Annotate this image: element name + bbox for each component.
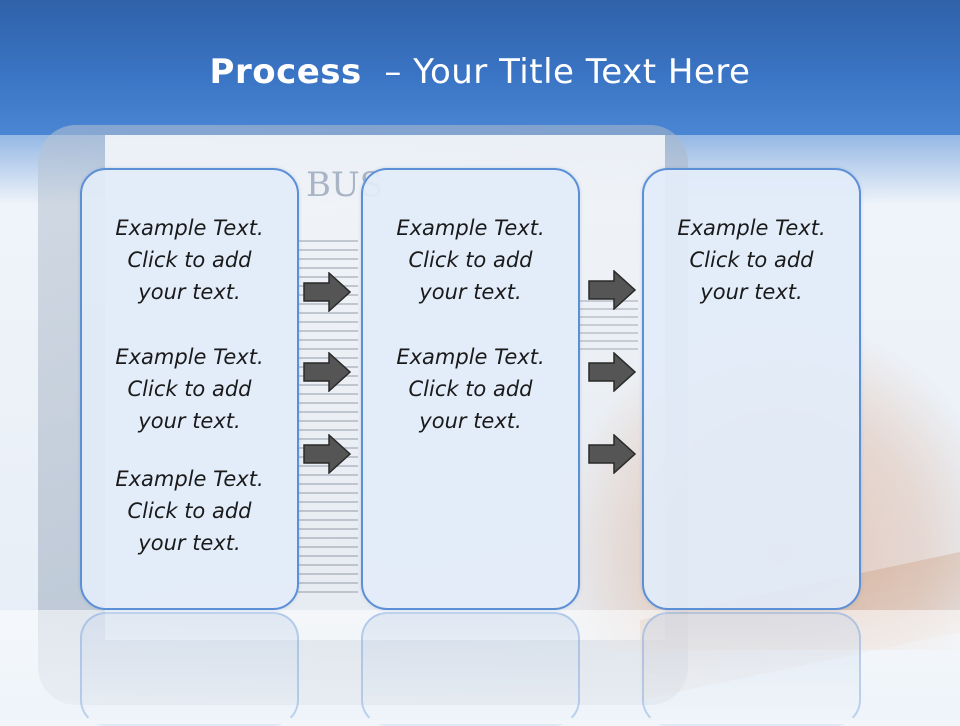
slide-title[interactable]: Process – Your Title Text Here <box>0 52 960 92</box>
arrow-right-icon <box>588 270 636 310</box>
arrow-right-icon <box>303 352 351 392</box>
text-placeholder[interactable]: Example Text. Click to add your text. <box>115 345 264 433</box>
arrow-right-icon <box>303 272 351 312</box>
reflection-floor <box>0 610 960 720</box>
text-placeholder[interactable]: Example Text. Click to add your text. <box>115 467 264 555</box>
process-box-2[interactable]: Example Text. Click to add your text. Ex… <box>361 168 580 610</box>
text-placeholder[interactable]: Example Text. Click to add your text. <box>396 345 545 433</box>
process-box-3[interactable]: Example Text. Click to add your text. <box>642 168 861 610</box>
arrow-right-icon <box>303 434 351 474</box>
slide-title-rest: – Your Title Text Here <box>384 52 751 92</box>
text-placeholder[interactable]: Example Text. Click to add your text. <box>677 216 826 304</box>
box-reflection-3 <box>642 612 861 726</box>
slide-title-bold: Process <box>209 52 362 92</box>
arrow-right-icon <box>588 434 636 474</box>
text-placeholder[interactable]: Example Text. Click to add your text. <box>115 216 264 304</box>
title-bar <box>0 0 960 135</box>
arrow-right-icon <box>588 352 636 392</box>
text-placeholder[interactable]: Example Text. Click to add your text. <box>396 216 545 304</box>
box-reflection-2 <box>361 612 580 726</box>
box-reflection-1 <box>80 612 299 726</box>
process-box-1[interactable]: Example Text. Click to add your text. Ex… <box>80 168 299 610</box>
